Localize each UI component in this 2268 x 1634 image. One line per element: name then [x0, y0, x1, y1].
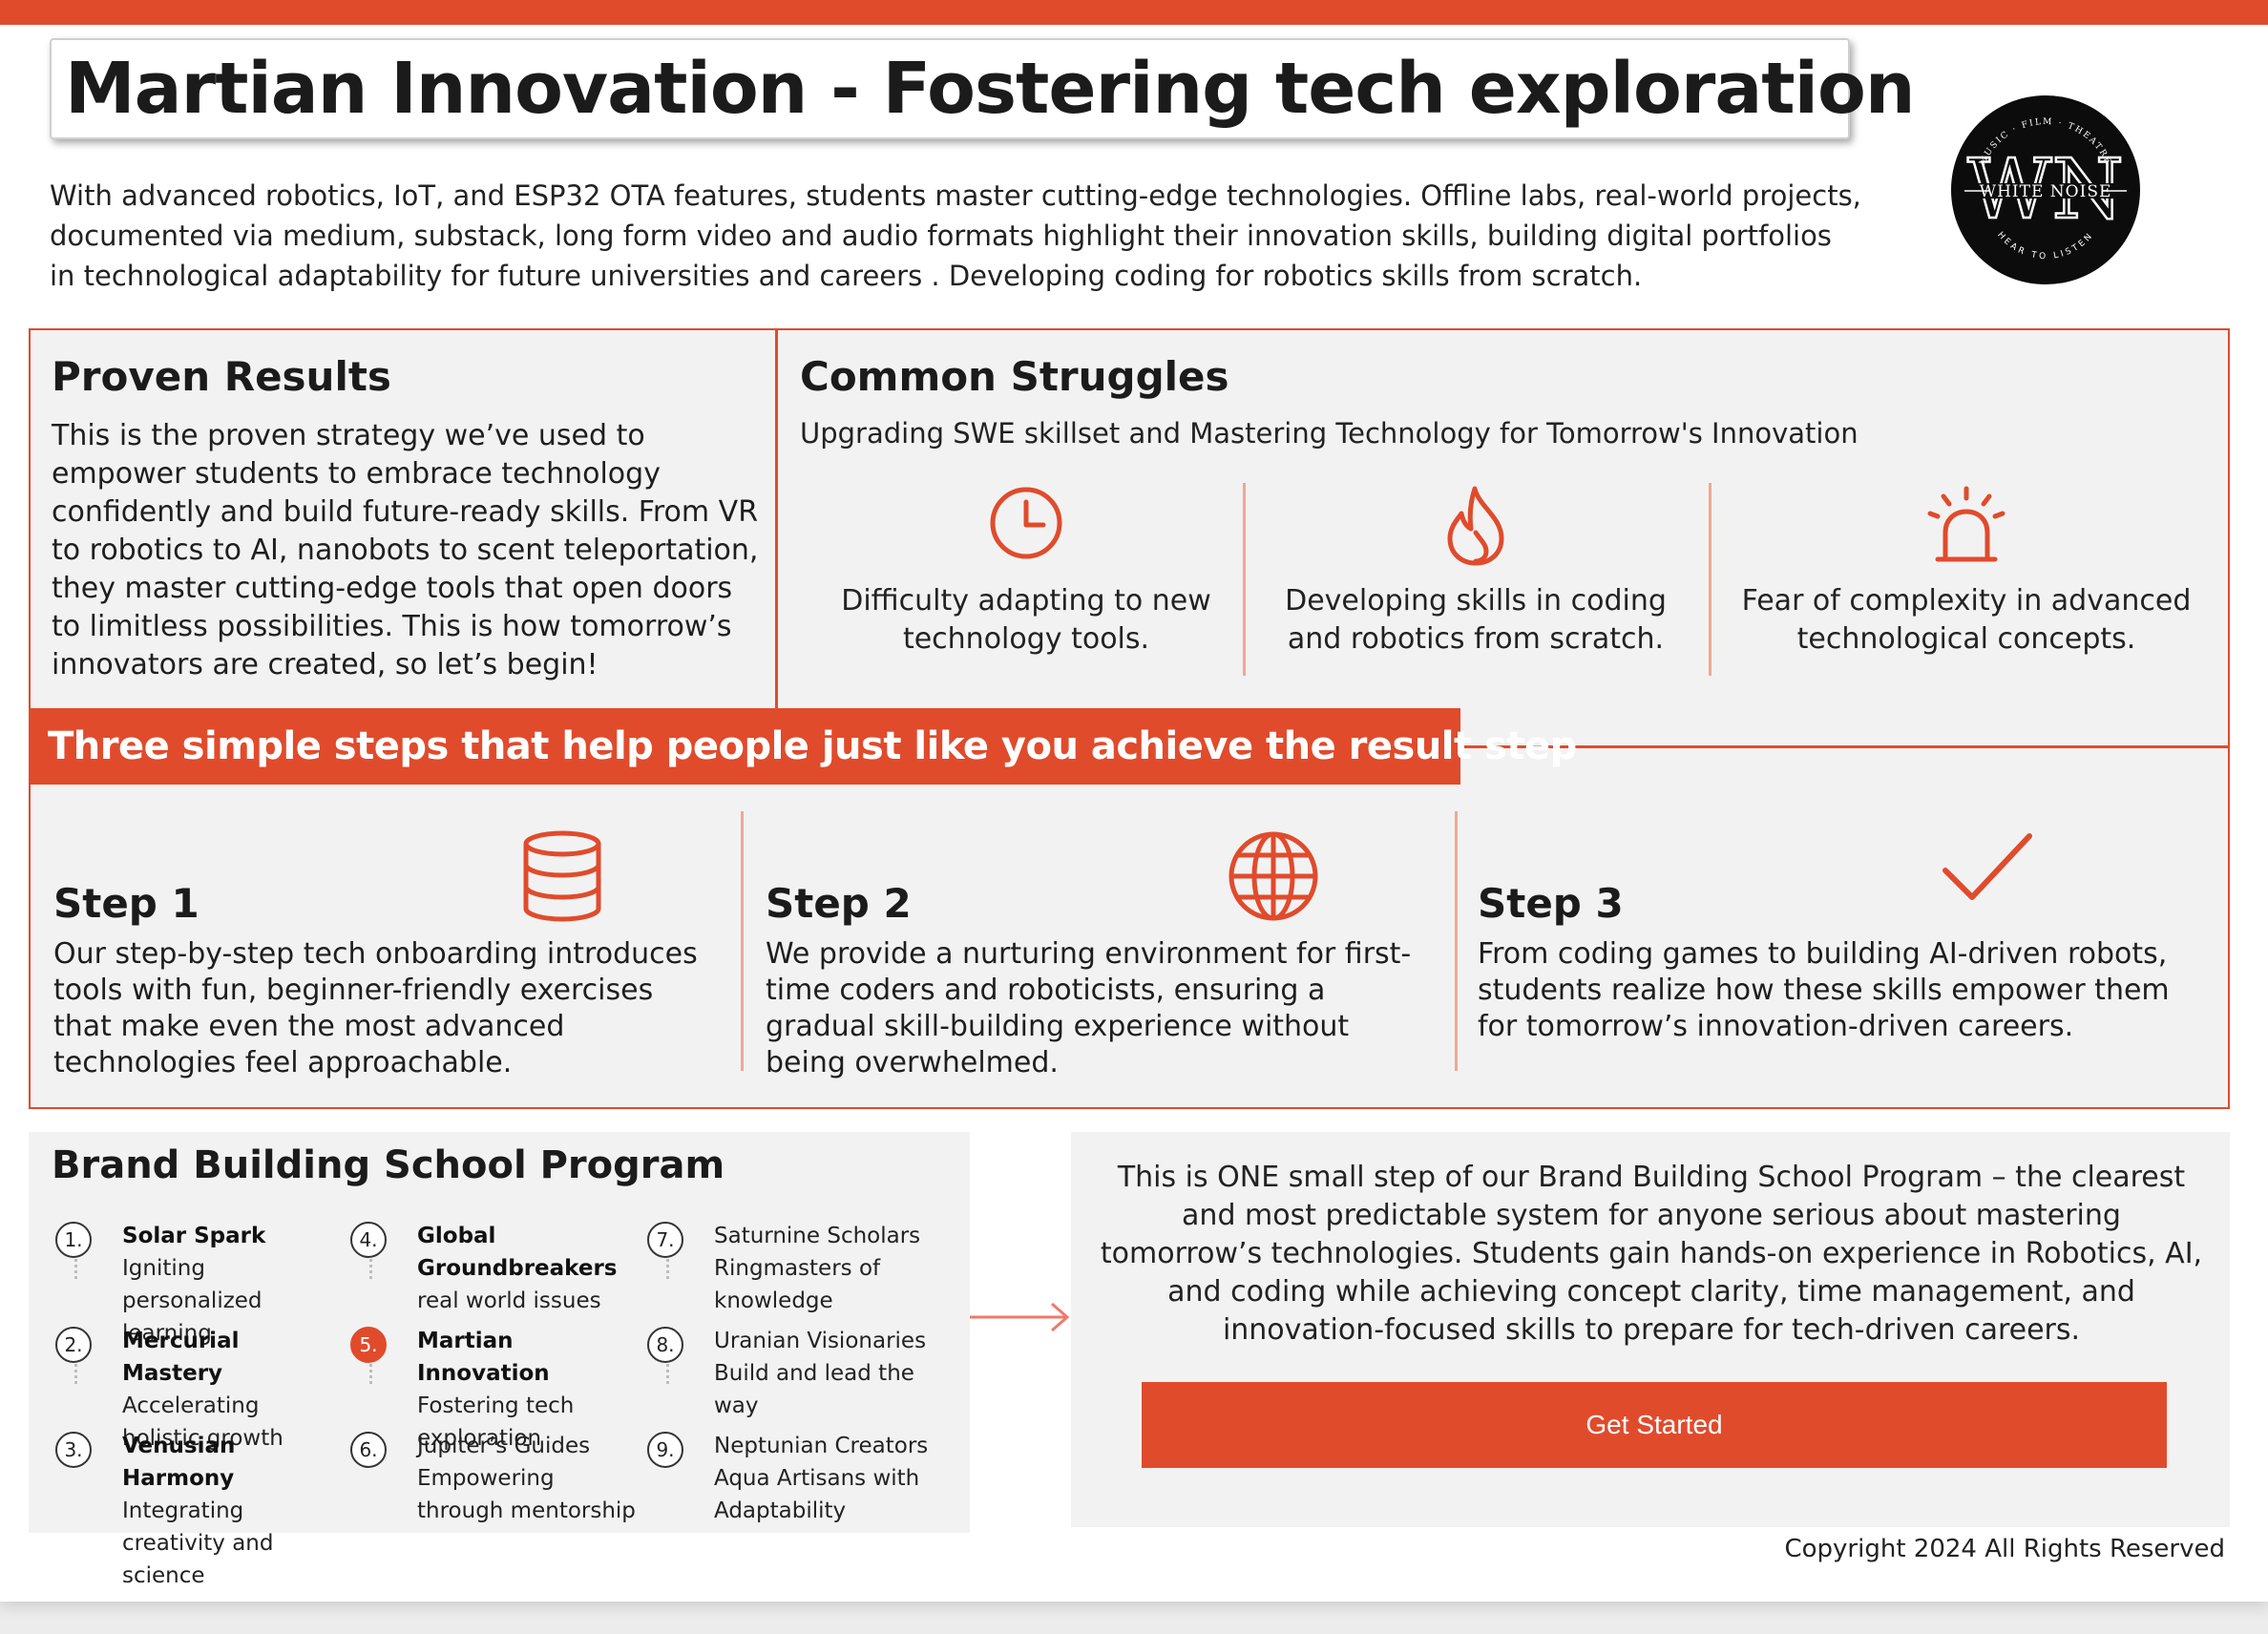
alarm-icon — [1737, 485, 2195, 573]
program-item[interactable]: 9. Neptunian Creators Aqua Artisans with… — [647, 1430, 934, 1527]
struggle-text: Difficulty adapting to new technology to… — [841, 584, 1211, 656]
struggle-text: Fear of complexity in advanced technolog… — [1741, 584, 2192, 656]
checkmark-icon — [1940, 830, 2035, 911]
title-card: Martian Innovation - Fostering tech expl… — [50, 38, 1916, 139]
program-item[interactable]: 3. Venusian Harmony Integrating creativi… — [55, 1430, 342, 1592]
program-item[interactable]: 7. Saturnine Scholars Ringmasters of kno… — [647, 1220, 934, 1317]
panel-divider-horizontal — [1459, 745, 2230, 748]
step-title: Step 1 — [53, 880, 200, 927]
program-heading: Brand Building School Program — [52, 1143, 725, 1187]
database-icon — [521, 830, 603, 926]
program-item-active[interactable]: 5. Martian Innovation Fostering tech exp… — [350, 1325, 637, 1455]
common-struggles-subheading: Upgrading SWE skillset and Mastering Tec… — [800, 417, 1858, 450]
intro-paragraph: With advanced robotics, IoT, and ESP32 O… — [50, 179, 1861, 292]
step-text: From coding games to building AI-driven … — [1478, 937, 2170, 1043]
panel-divider-vertical — [775, 328, 778, 708]
program-item[interactable]: 1. Solar Spark Igniting personalized lea… — [55, 1220, 342, 1350]
white-noise-logo: MUSIC · FILM · THEATRE HEAR TO LISTEN WN… — [1951, 95, 2140, 284]
copyright-text: Copyright 2024 All Rights Reserved — [1784, 1535, 2225, 1563]
arrow-right-icon — [968, 1300, 1073, 1338]
step-divider — [1455, 811, 1458, 1071]
get-started-button[interactable]: Get Started — [1142, 1382, 2167, 1468]
proven-results-text: This is the proven strategy we’ve used t… — [52, 419, 759, 681]
step-card: Step 2 We provide a nurturing environmen… — [766, 830, 1434, 1081]
globe-icon — [1228, 830, 1319, 926]
program-item[interactable]: 2. Mercurial Mastery Accelerating holist… — [55, 1325, 342, 1455]
step-text: We provide a nurturing environment for f… — [766, 937, 1412, 1079]
struggle-divider — [1709, 483, 1712, 676]
cta-box: This is ONE small step of our Brand Buil… — [1071, 1132, 2230, 1527]
program-item[interactable]: 4. Global Groundbreakers real world issu… — [350, 1220, 637, 1317]
top-accent-bar — [0, 0, 2268, 25]
svg-text:WHITE NOISE: WHITE NOISE — [1980, 182, 2112, 201]
page-title: Martian Innovation - Fostering tech expl… — [65, 48, 1916, 130]
proven-results-section: Proven Results This is the proven strate… — [52, 353, 767, 684]
step-card: Step 1 Our step-by-step tech onboarding … — [53, 830, 703, 1081]
step-text: Our step-by-step tech onboarding introdu… — [53, 937, 698, 1079]
step-divider — [741, 811, 744, 1071]
step-title: Step 3 — [1478, 880, 1624, 927]
proven-results-heading: Proven Results — [52, 353, 391, 400]
step-title: Step 2 — [766, 880, 912, 927]
struggle-divider — [1243, 483, 1246, 676]
struggle-item: Fear of complexity in advanced technolog… — [1737, 485, 2195, 676]
program-item[interactable]: 8. Uranian Visionaries Build and lead th… — [647, 1325, 934, 1422]
common-struggles-heading: Common Struggles — [800, 353, 1229, 400]
steps-banner: Three simple steps that help people just… — [29, 708, 1577, 785]
flame-icon — [1279, 485, 1672, 573]
clock-icon — [830, 485, 1222, 573]
struggle-item: Developing skills in coding and robotics… — [1279, 485, 1672, 676]
struggle-text: Developing skills in coding and robotics… — [1285, 584, 1667, 656]
common-struggles-section: Common Struggles Upgrading SWE skillset … — [800, 353, 2203, 450]
program-box: Brand Building School Program 1. Solar S… — [29, 1132, 970, 1588]
program-item[interactable]: 6. Jupiter’s Guides Empowering through m… — [350, 1430, 637, 1527]
cta-text: This is ONE small step of our Brand Buil… — [1100, 1161, 2203, 1347]
step-card: Step 3 From coding games to building AI-… — [1478, 830, 2184, 1045]
struggle-item: Difficulty adapting to new technology to… — [830, 485, 1222, 676]
